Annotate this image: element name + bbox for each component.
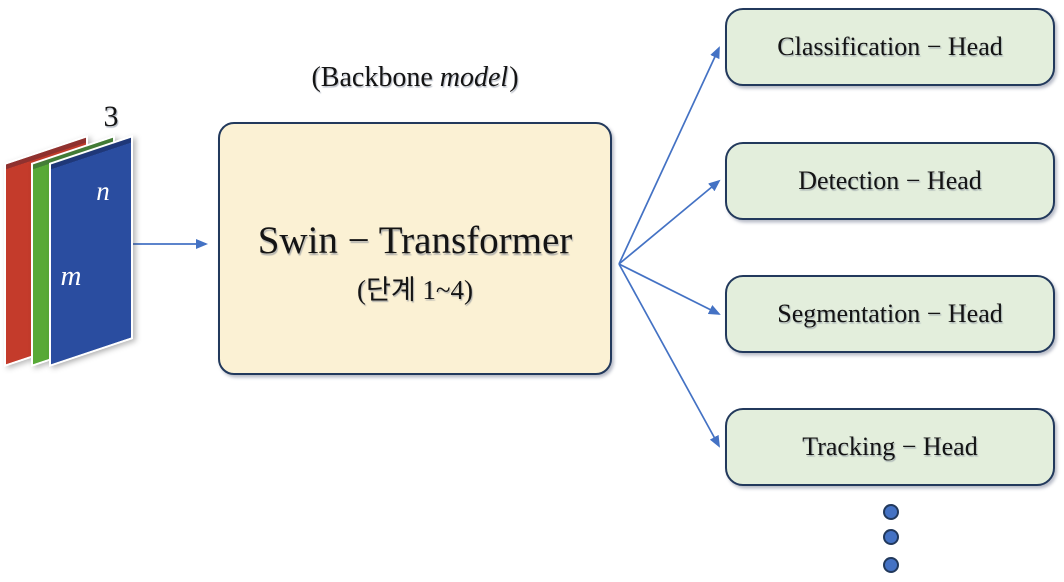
backbone-caption-italic-word: model (439, 62, 509, 93)
more-heads-ellipsis-dot (883, 529, 899, 545)
backbone-subtitle: (단계 1~4) (356, 275, 474, 306)
segmentation-head-box: Segmentation − Head (725, 275, 1055, 353)
input-height-label: m (60, 260, 82, 292)
input-image-blue-channel-sheet (49, 135, 133, 367)
backbone-caption-suffix: ) (509, 62, 519, 93)
input-channels-label: 3 (103, 100, 119, 133)
backbone-caption-prefix: (Backbone (311, 62, 433, 93)
backbone-title: Swin − Transformer (257, 218, 573, 262)
tracking-head-box: Tracking − Head (725, 408, 1055, 486)
more-heads-ellipsis-dot (883, 557, 899, 573)
input-width-label: n (96, 176, 110, 206)
arrow-backbone-to-tracking (618, 263, 720, 448)
arrow-backbone-to-detection (618, 179, 721, 265)
backbone-box: Swin − Transformer (단계 1~4) (218, 122, 612, 375)
classification-head-box: Classification − Head (725, 8, 1055, 86)
more-heads-ellipsis-dot (883, 504, 899, 520)
arrow-backbone-to-classification (618, 46, 720, 265)
arrow-backbone-to-segmentation (618, 263, 721, 315)
detection-head-box: Detection − Head (725, 142, 1055, 220)
